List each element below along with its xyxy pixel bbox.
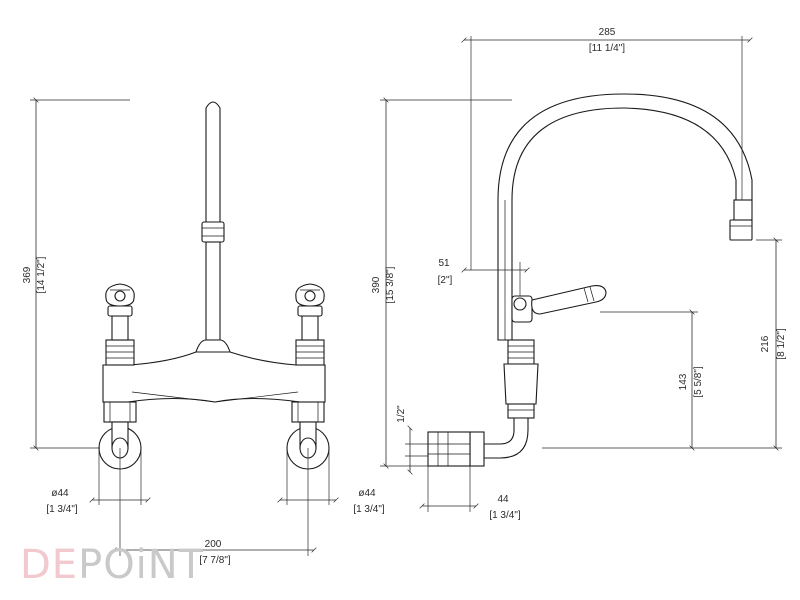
- front-bridge: [102, 351, 326, 403]
- dim-285-imperial: [11 1/4"]: [589, 43, 625, 54]
- front-view: [30, 97, 339, 556]
- dim-216-value: 216: [760, 335, 771, 352]
- logo-part-point: POiNT: [78, 542, 204, 588]
- dim-51-imperial: [2"]: [438, 275, 453, 286]
- dim-200-value: 200: [205, 539, 222, 550]
- dim-200-imperial: [7 7/8"]: [199, 555, 231, 566]
- side-lever-handle: [531, 285, 607, 315]
- dim-flange-left-imperial: [1 3/4"]: [46, 504, 78, 515]
- gooseneck-spout: [497, 93, 753, 341]
- dim-flange-right-value: ø44: [358, 488, 376, 499]
- spout-tip: [729, 219, 753, 241]
- dim-369-value: 369: [22, 266, 33, 283]
- dim-369-imperial: [14 1/2"]: [36, 256, 47, 293]
- front-spout-lower: [205, 241, 221, 341]
- wall-elbow: [483, 417, 529, 459]
- dim-143-imperial: [5 5/8"]: [693, 366, 704, 398]
- depoint-logo: DEPOiNT: [20, 542, 204, 588]
- dim-flange-right-imperial: [1 3/4"]: [353, 504, 385, 515]
- side-wall-flange: [427, 431, 471, 467]
- dim-flange-left-value: ø44: [51, 488, 69, 499]
- dim-44-imperial: [1 3/4"]: [489, 510, 521, 521]
- dim-51-value: 51: [438, 258, 450, 269]
- front-spout-collar: [201, 221, 225, 243]
- front-spout-tube: [205, 101, 221, 223]
- dim-143-value: 143: [678, 373, 689, 390]
- dim-390-value: 390: [371, 276, 382, 293]
- dim-390-imperial: [15 3/8"]: [385, 266, 396, 303]
- logo-part-de: DE: [20, 542, 78, 588]
- dim-44-value: 44: [497, 494, 509, 505]
- dim-285-value: 285: [599, 27, 616, 38]
- dim-216-imperial: [8 1/2"]: [776, 328, 787, 360]
- side-view: [380, 36, 782, 512]
- dim-thread-value: 1/2": [396, 405, 407, 423]
